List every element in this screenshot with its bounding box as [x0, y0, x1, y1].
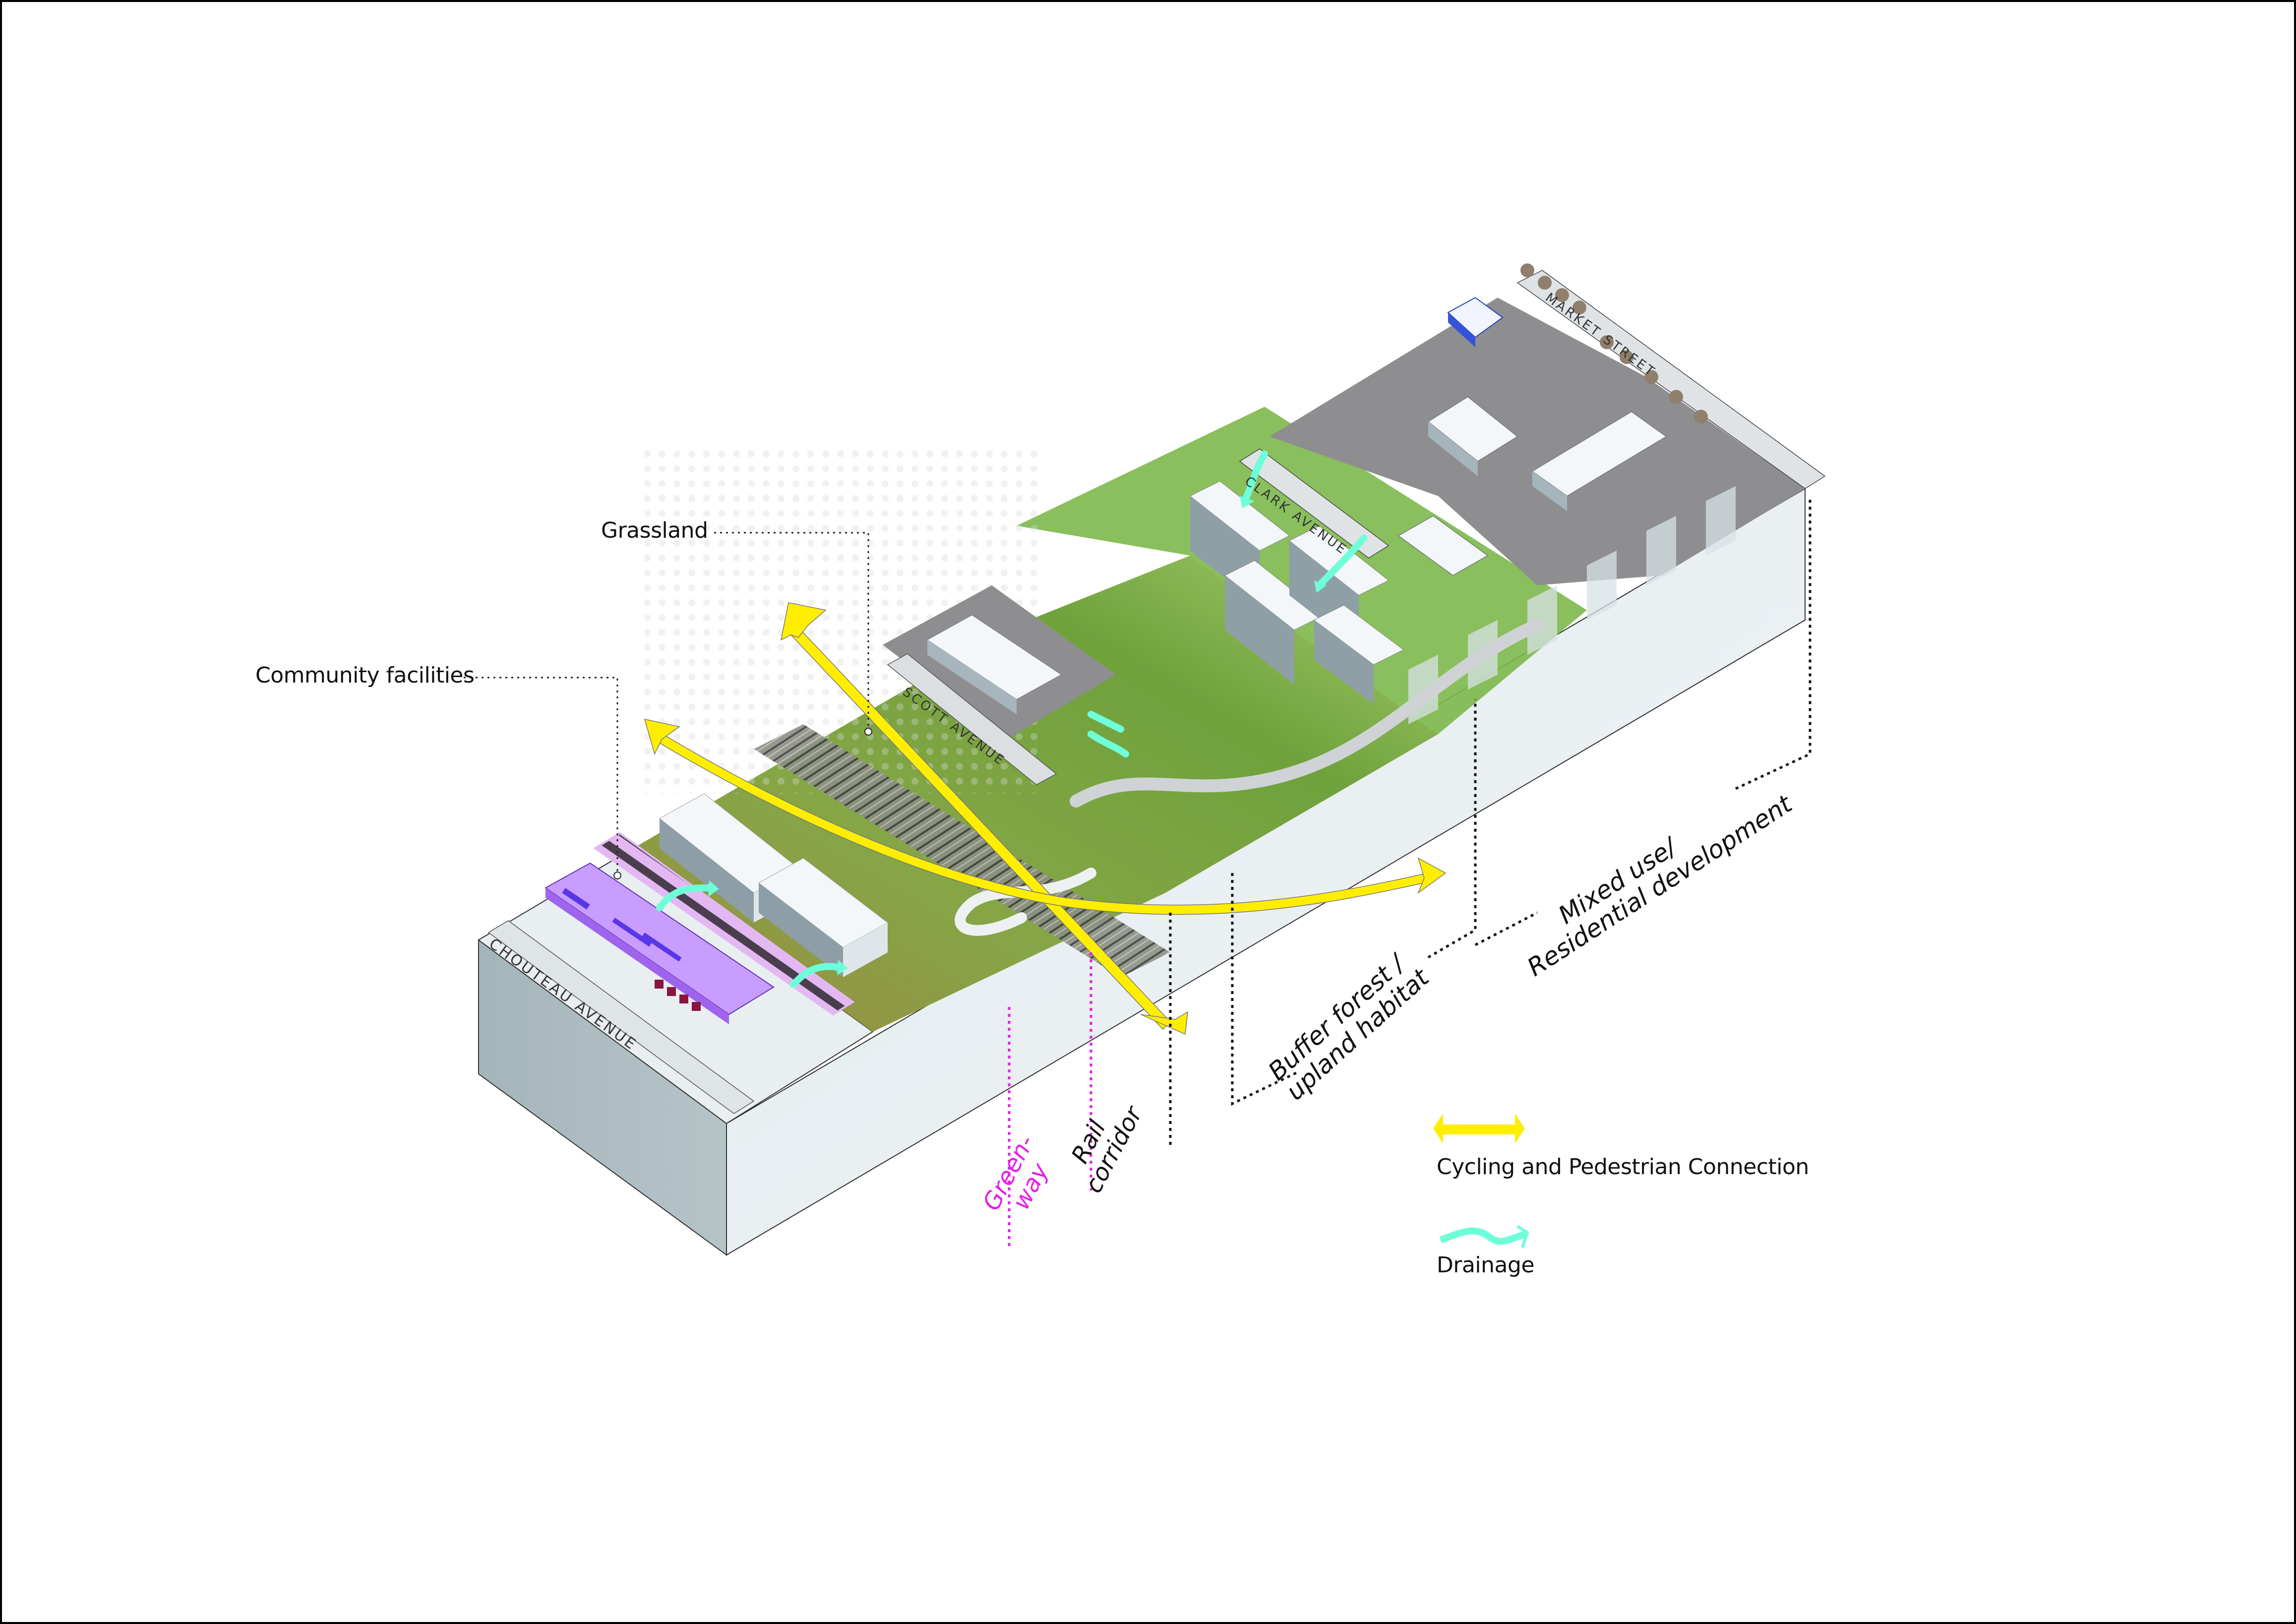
cycling-arrows	[644, 602, 1447, 1035]
legend-drainage-icon	[1439, 1225, 1529, 1248]
community-leader	[464, 677, 618, 873]
legend-label-cycling: Cycling and Pedestrian Connection	[1437, 1154, 1809, 1180]
warehouse-buildings	[659, 793, 888, 977]
double-arrow-icon	[1433, 1114, 1525, 1143]
drainage-arrow-heads	[708, 496, 1327, 975]
elevated-greenway	[1070, 619, 1544, 808]
chouteau-avenue-strip	[487, 920, 755, 1114]
community-facilities-callout: Community facilities	[255, 663, 475, 688]
upper-paved-area	[1269, 298, 1805, 585]
blue-tower-building	[1447, 297, 1504, 347]
mixed-use-bracket	[1474, 911, 1538, 946]
community-facility-hatched-area	[593, 832, 855, 1016]
scott-avenue-strip	[887, 653, 1057, 785]
wavy-arrow-icon	[1439, 1227, 1526, 1245]
residential-slabs	[1190, 481, 1404, 704]
legend-label-drainage: Drainage	[1437, 1252, 1535, 1278]
mixed-use-towers	[1408, 486, 1736, 724]
office-buildings	[1397, 396, 1667, 576]
drainage-arrows	[656, 450, 1367, 988]
legend-cycling-icon	[1433, 1114, 1525, 1143]
street-trees	[1520, 263, 1708, 424]
clark-avenue-strip	[1239, 448, 1390, 559]
greenway-loop	[955, 868, 1096, 936]
market-street-strip	[1516, 270, 1826, 489]
buffer-forest-bracket	[1231, 873, 1300, 1106]
grassland-callout: Grassland	[601, 518, 708, 543]
